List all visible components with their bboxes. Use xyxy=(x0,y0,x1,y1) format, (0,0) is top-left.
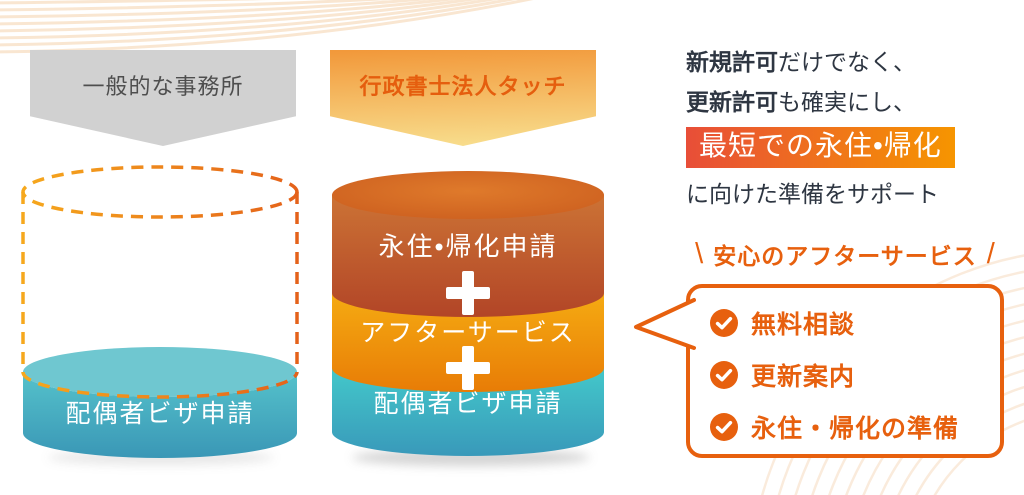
speech-bubble-tail xyxy=(634,298,696,350)
touch-layer-top-label: 永住•帰化申請 xyxy=(378,231,558,262)
touch-banner: 行政書士法人タッチ xyxy=(330,50,596,146)
highlight-badge: 最短での永住•帰化 xyxy=(686,127,955,169)
after-service-box: 無料相談 更新案内 永住・帰化の準備 xyxy=(686,284,1004,458)
list-item: 更新案内 xyxy=(710,349,1000,401)
after-service-title: 安心のアフターサービス xyxy=(713,243,977,269)
header-backslash: \ xyxy=(695,237,704,270)
touch-cylinder-graphic xyxy=(332,171,604,456)
intro-line-3: に向けた準備をサポート xyxy=(686,181,939,208)
intro-line-1: 新規許可だけでなく、 xyxy=(686,42,1022,82)
check-circle-icon xyxy=(710,309,738,337)
plus-icon xyxy=(446,271,490,315)
general-office-cylinder: 配偶者ビザ申請 xyxy=(20,165,300,465)
after-service-item-label: 無料相談 xyxy=(751,311,856,339)
check-circle-icon xyxy=(710,413,738,441)
after-service-item-label: 永住・帰化の準備 xyxy=(751,415,960,443)
intro-line-2: 更新許可も確実にし、 xyxy=(686,82,1022,122)
after-service-header: \ 安心のアフターサービス / xyxy=(686,237,1004,271)
intro-line2-emphasis: 更新許可 xyxy=(686,89,778,115)
list-item: 無料相談 xyxy=(710,297,1000,349)
general-office-banner-label: 一般的な事務所 xyxy=(82,74,244,99)
header-slash: / xyxy=(986,237,995,270)
after-service-item-label: 更新案内 xyxy=(751,363,856,391)
list-item: 永住・帰化の準備 xyxy=(710,401,1000,453)
touch-layer-bottom-label: 配偶者ビザ申請 xyxy=(373,390,563,418)
intro-text: 新規許可だけでなく、 更新許可も確実にし、 最短での永住•帰化 に向けた準備をサ… xyxy=(686,42,1022,214)
general-office-layer-label: 配偶者ビザ申請 xyxy=(65,400,255,428)
intro-line1-rest: だけでなく、 xyxy=(778,49,916,75)
touch-cylinder: 永住•帰化申請 アフターサービス 配偶者ビザ申請 xyxy=(332,171,604,461)
general-office-cylinder-graphic xyxy=(21,165,299,458)
general-office-banner: 一般的な事務所 xyxy=(30,50,296,146)
plus-icon xyxy=(446,346,490,390)
touch-layer-middle-label: アフターサービス xyxy=(360,319,576,347)
check-circle-icon xyxy=(710,361,738,389)
highlight-row: 最短での永住•帰化 xyxy=(686,122,1022,169)
intro-line1-emphasis: 新規許可 xyxy=(686,49,778,75)
touch-banner-label: 行政書士法人タッチ xyxy=(359,74,567,99)
intro-line2-rest: も確実にし、 xyxy=(778,89,916,115)
